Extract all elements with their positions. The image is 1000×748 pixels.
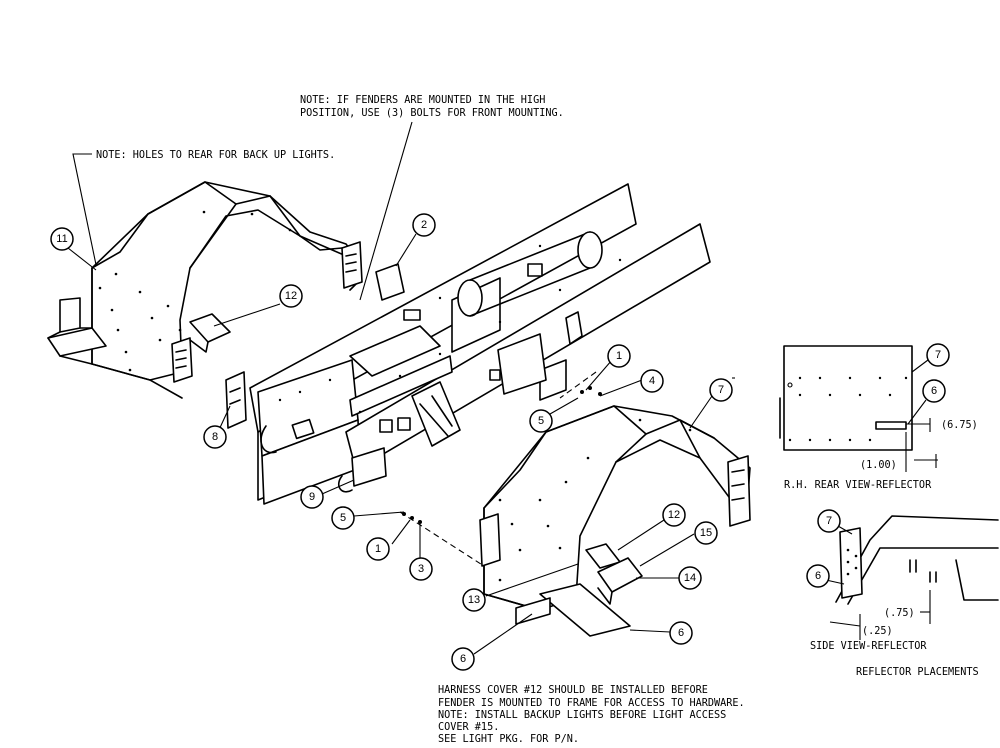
callout-6-step: 6 — [451, 647, 475, 671]
side-view-title: SIDE VIEW-REFLECTOR — [810, 641, 927, 652]
svg-text:12: 12 — [285, 290, 297, 302]
svg-text:1: 1 — [616, 350, 622, 362]
callout-9: 9 — [300, 485, 324, 509]
callout-11: 11 — [50, 227, 74, 251]
note-harness: HARNESS COVER #12 SHOULD BE INSTALLED BE… — [438, 685, 745, 745]
left-fender — [47, 181, 363, 399]
svg-text:1: 1 — [375, 543, 381, 555]
callout-14: 14 — [678, 566, 702, 590]
callout-leaders — [67, 233, 713, 655]
hardware-line-2 — [399, 511, 485, 567]
callout-7-fender: 7 — [709, 378, 733, 402]
side-view: (.75) (.25) SIDE VIEW-REFLECTOR REFLECTO… — [810, 515, 999, 678]
callout-4: 4 — [640, 369, 664, 393]
callout-5-upper: 5 — [529, 409, 553, 433]
note-high-mount-line2: POSITION, USE (3) BOLTS FOR FRONT MOUNTI… — [300, 108, 564, 119]
note-high-mount: NOTE: IF FENDERS ARE MOUNTED IN THE HIGH… — [300, 95, 564, 119]
main-frame — [225, 183, 711, 505]
svg-text:6: 6 — [460, 653, 466, 665]
note-harness-line4: COVER #15. — [438, 722, 499, 733]
callout-7-side: 7 — [817, 509, 841, 533]
callout-12-left: 12 — [279, 284, 303, 308]
svg-text:6: 6 — [931, 385, 937, 397]
callout-6-flap: 6 — [669, 621, 693, 645]
svg-text:15: 15 — [700, 527, 712, 539]
callout-2: 2 — [412, 213, 436, 237]
svg-text:13: 13 — [468, 594, 480, 606]
leader-high-mount — [359, 121, 413, 301]
callout-7-rear: 7 — [926, 343, 950, 367]
rh-rear-view: (6.75) (1.00) R.H. REAR VIEW-REFLECTOR — [732, 345, 978, 491]
dim-0-75: (.75) — [884, 608, 915, 619]
svg-text:12: 12 — [668, 509, 680, 521]
hardware-line-1 — [559, 371, 597, 399]
dim-1-00: (1.00) — [860, 460, 897, 471]
callout-12-right: 12 — [662, 503, 686, 527]
svg-text:9: 9 — [309, 491, 315, 503]
callout-15: 15 — [694, 521, 718, 545]
svg-text:7: 7 — [718, 384, 724, 396]
svg-text:2: 2 — [421, 219, 427, 231]
bracket-part-2 — [375, 263, 405, 301]
callout-6-rear: 6 — [922, 379, 946, 403]
callout-5-lower: 5 — [331, 506, 355, 530]
note-rear-holes: NOTE: HOLES TO REAR FOR BACK UP LIGHTS. — [96, 150, 335, 161]
svg-text:7: 7 — [826, 515, 832, 527]
svg-text:4: 4 — [649, 375, 655, 387]
dim-6-75: (6.75) — [941, 420, 978, 431]
svg-text:7: 7 — [935, 349, 941, 361]
callout-1-lower: 1 — [366, 537, 390, 561]
svg-text:6: 6 — [678, 627, 684, 639]
callout-1-upper: 1 — [607, 344, 631, 368]
note-harness-line1: HARNESS COVER #12 SHOULD BE INSTALLED BE… — [438, 685, 708, 696]
reflector-placements-title: REFLECTOR PLACEMENTS — [856, 667, 979, 678]
svg-text:6: 6 — [815, 570, 821, 582]
rear-view-title: R.H. REAR VIEW-REFLECTOR — [784, 480, 932, 491]
dim-0-25: (.25) — [862, 626, 893, 637]
callout-6-side: 6 — [806, 564, 830, 588]
callout-13: 13 — [462, 588, 486, 612]
note-high-mount-line1: NOTE: IF FENDERS ARE MOUNTED IN THE HIGH — [300, 95, 545, 106]
note-harness-line5: SEE LIGHT PKG. FOR P/N. — [438, 734, 579, 745]
right-fender — [479, 405, 751, 637]
svg-text:8: 8 — [212, 431, 218, 443]
note-harness-line2: FENDER IS MOUNTED TO FRAME FOR ACCESS TO… — [438, 698, 745, 709]
svg-text:11: 11 — [56, 233, 67, 245]
svg-text:5: 5 — [538, 415, 544, 427]
callout-3: 3 — [409, 557, 433, 581]
callout-8: 8 — [203, 425, 227, 449]
leader-rear-holes — [72, 153, 101, 285]
hardware-bits — [402, 386, 602, 524]
svg-text:14: 14 — [684, 572, 696, 584]
svg-text:3: 3 — [418, 563, 424, 575]
note-harness-line3: NOTE: INSTALL BACKUP LIGHTS BEFORE LIGHT… — [438, 710, 726, 721]
svg-text:5: 5 — [340, 512, 346, 524]
